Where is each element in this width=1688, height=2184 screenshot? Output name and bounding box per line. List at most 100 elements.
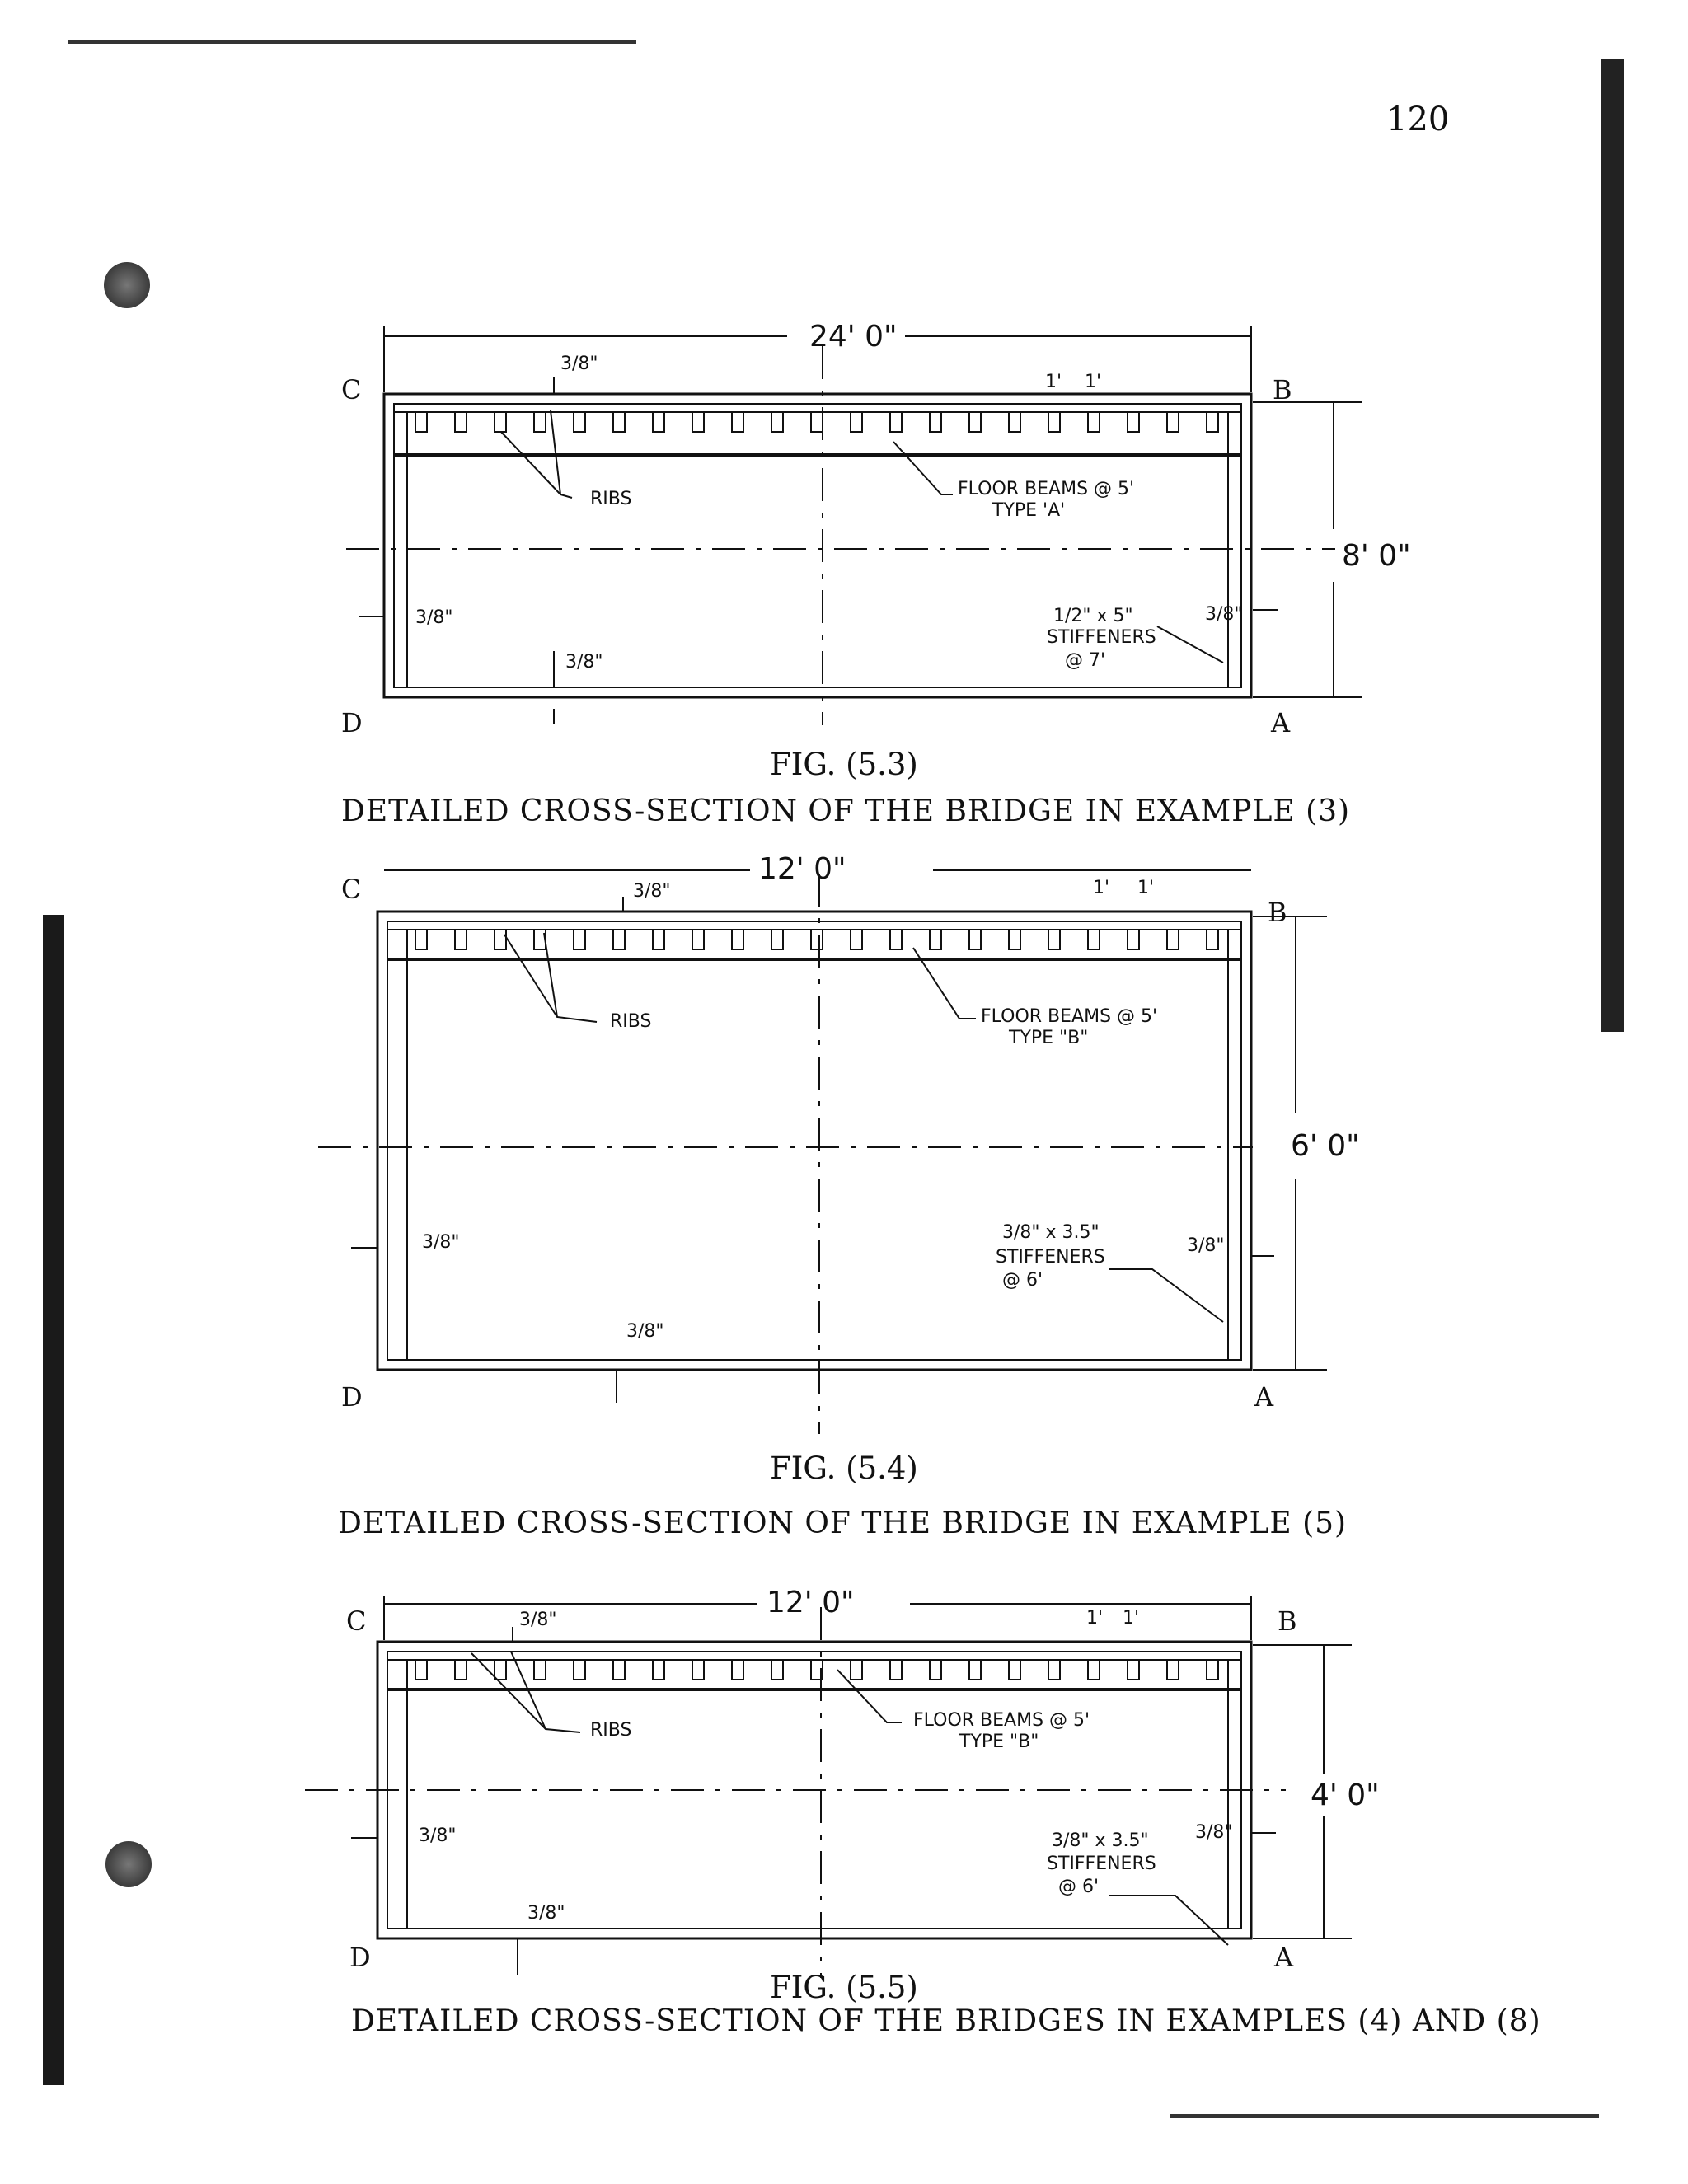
bottom-plate-thickness: 3/8" [565, 652, 603, 673]
deck-rib [652, 930, 665, 950]
corner-d: D [341, 707, 363, 738]
deck-rib [1166, 1660, 1179, 1680]
floor-beam-type: TYPE "B" [959, 1732, 1039, 1752]
stiffener-size: 3/8" x 3.5" [1052, 1830, 1149, 1851]
corner-a: A [1254, 1381, 1274, 1413]
figure-title: DETAILED CROSS-SECTION OF THE BRIDGE IN … [341, 794, 1351, 828]
corner-b: B [1268, 897, 1287, 928]
deck-rib [968, 930, 982, 950]
floor-beam-type: TYPE "B" [1008, 1028, 1088, 1048]
deck-rib [968, 412, 982, 433]
deck-rib [1008, 1660, 1021, 1680]
deck-rib [573, 1660, 586, 1680]
stiffener-size: 1/2" x 5" [1053, 606, 1133, 626]
deck-rib [850, 930, 863, 950]
punch-hole-icon [104, 262, 150, 308]
deck-rib [771, 930, 784, 950]
deck-rib [1048, 412, 1061, 433]
stiffener-size: 3/8" x 3.5" [1002, 1222, 1100, 1243]
deck-rib [771, 412, 784, 433]
deck-rib [1008, 930, 1021, 950]
page-number: 120 [1386, 101, 1450, 138]
figure-caption: FIG. (5.5) [770, 1970, 918, 2005]
deck-rib [889, 1660, 903, 1680]
deck-rib [1048, 1660, 1061, 1680]
deck-rib [454, 412, 467, 433]
rib-spacing-label: 1' [1086, 1608, 1103, 1629]
figure-5-3-diagram: 24' 0" 8' 0" 1' 1' 3/8" 3/8" 3/8" 3/8" R… [341, 320, 1411, 738]
figure-title: DETAILED CROSS-SECTION OF THE BRIDGE IN … [338, 1507, 1348, 1540]
deck-rib [1206, 930, 1219, 950]
rib-spacing-label: 1' [1093, 878, 1109, 898]
figure-title: DETAILED CROSS-SECTION OF THE BRIDGES IN… [351, 2004, 1541, 2038]
top-plate-thickness: 3/8" [519, 1610, 557, 1630]
rib-spacing-label: 1' [1085, 372, 1101, 392]
height-dimension: 4' 0" [1311, 1779, 1380, 1812]
rib-group [415, 412, 1219, 433]
rib-spacing-label: 1' [1137, 878, 1154, 898]
corner-c: C [346, 1605, 366, 1637]
deck-rib [1127, 930, 1140, 950]
deck-rib [810, 930, 823, 950]
corner-c: C [341, 874, 361, 905]
rib-group [415, 930, 1219, 950]
stiffener-label: STIFFENERS [996, 1247, 1105, 1268]
deck-rib [850, 1660, 863, 1680]
figure-5-4-diagram: 12' 0" 6' 0" 1' 1' 3/8" 3/8" 3/8" 3/8" R… [318, 852, 1360, 1434]
deck-rib [889, 930, 903, 950]
corner-d: D [349, 1942, 371, 1973]
bottom-plate-thickness: 3/8" [528, 1903, 565, 1924]
top-plate-thickness: 3/8" [560, 354, 598, 374]
deck-rib [494, 1660, 507, 1680]
deck-rib [1087, 412, 1100, 433]
rib-spacing-label: 1' [1045, 372, 1062, 392]
deck-rib [1087, 1660, 1100, 1680]
deck-rib [731, 930, 744, 950]
rib-group [415, 1660, 1219, 1680]
left-plate-thickness: 3/8" [419, 1825, 457, 1846]
deck-rib [415, 1660, 428, 1680]
height-dimension: 8' 0" [1342, 539, 1411, 573]
floor-beams-label: FLOOR BEAMS @ 5' [913, 1710, 1090, 1731]
deck-rib [652, 1660, 665, 1680]
ribs-label: RIBS [610, 1011, 651, 1032]
deck-rib [533, 930, 546, 950]
deck-rib [1008, 412, 1021, 433]
deck-rib [1048, 930, 1061, 950]
stiffener-label: STIFFENERS [1047, 627, 1156, 648]
deck-rib [612, 412, 626, 433]
stiffener-spacing: @ 6' [1058, 1877, 1099, 1897]
deck-rib [692, 412, 705, 433]
punch-hole-icon [106, 1841, 152, 1887]
deck-rib [573, 930, 586, 950]
deck-rib [731, 412, 744, 433]
right-plate-thickness: 3/8" [1187, 1235, 1225, 1256]
corner-a: A [1273, 1942, 1294, 1973]
corner-a: A [1270, 707, 1291, 738]
ribs-label: RIBS [590, 489, 631, 509]
floor-beam-type: TYPE 'A' [992, 500, 1065, 521]
bottom-plate-thickness: 3/8" [626, 1321, 664, 1342]
bottom-rule [1170, 2114, 1599, 2118]
figure-caption: FIG. (5.3) [770, 747, 918, 782]
width-dimension: 12' 0" [767, 1586, 855, 1619]
deck-rib [1166, 930, 1179, 950]
right-plate-thickness: 3/8" [1195, 1822, 1233, 1843]
top-rule [68, 40, 636, 44]
deck-rib [494, 930, 507, 950]
stiffener-spacing: @ 7' [1065, 650, 1105, 671]
corner-b: B [1278, 1605, 1297, 1637]
floor-beams-label: FLOOR BEAMS @ 5' [958, 479, 1134, 499]
deck-rib [533, 412, 546, 433]
deck-rib [1127, 1660, 1140, 1680]
floor-beams-label: FLOOR BEAMS @ 5' [981, 1006, 1157, 1027]
top-plate-thickness: 3/8" [633, 881, 671, 902]
deck-rib [850, 412, 863, 433]
width-dimension: 24' 0" [809, 320, 898, 354]
deck-rib [454, 1660, 467, 1680]
rib-spacing-label: 1' [1123, 1608, 1139, 1629]
deck-rib [533, 1660, 546, 1680]
deck-rib [731, 1660, 744, 1680]
left-plate-thickness: 3/8" [415, 607, 453, 628]
